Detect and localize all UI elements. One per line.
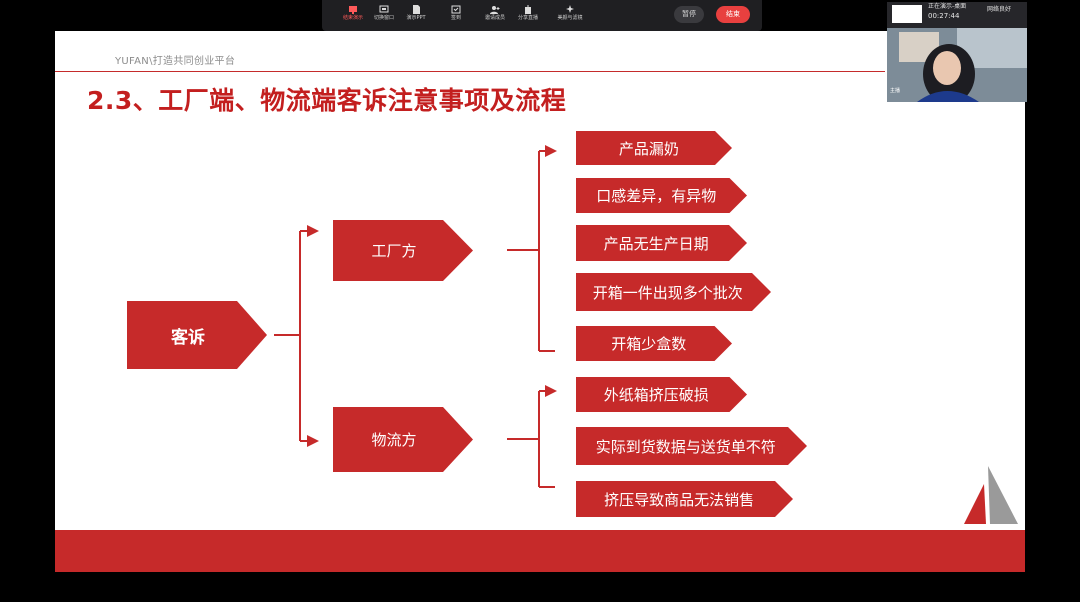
- item-node-0-1-label: 口感差异，有异物: [596, 187, 717, 205]
- invite-member-button[interactable]: 邀请成员: [472, 3, 518, 29]
- item-node-0-0-label: 产品漏奶: [618, 139, 679, 158]
- item-node-1-1: 实际到货数据与送货单不符: [576, 427, 807, 465]
- item-node-0-1: 口感差异，有异物: [576, 178, 747, 213]
- logistics-connector: [507, 390, 555, 488]
- presenting-thumbnail: [892, 5, 922, 23]
- share-live-button[interactable]: 分享直播: [505, 3, 551, 29]
- switch-window-button[interactable]: 切换窗口: [361, 3, 407, 29]
- branch-node-0: 工厂方: [333, 220, 473, 281]
- beauty-filter-icon: [566, 5, 574, 13]
- footer-band: [55, 530, 1025, 572]
- switch-window-icon: [379, 5, 389, 13]
- root-node-complaint: 客诉: [127, 301, 267, 369]
- pause-button[interactable]: 暂停: [674, 6, 704, 23]
- toolbar-label: 结束演示: [342, 15, 363, 21]
- sailboat-logo-icon: [964, 466, 1018, 524]
- meeting-toolbar: 结束演示 切换窗口 演示PPT 签到 邀请成员 分享直播 美颜与滤镜 暂停 结束: [322, 0, 762, 31]
- toolbar-label: 美颜与滤镜: [557, 15, 583, 21]
- root-node-complaint-label: 客诉: [171, 327, 205, 348]
- slide-title: 2.3、工厂端、物流端客诉注意事项及流程: [87, 86, 567, 115]
- brand-text: YUFAN\打造共同创业平台: [115, 56, 236, 67]
- presenting-status: 正在演示-桌面: [928, 3, 967, 10]
- item-node-1-1-label: 实际到货数据与送货单不符: [595, 437, 776, 456]
- item-node-1-2: 挤压导致商品无法销售: [576, 481, 793, 517]
- item-node-0-4: 开箱少盒数: [576, 326, 732, 361]
- item-node-0-3-label: 开箱一件出现多个批次: [592, 283, 743, 302]
- stop-presenting-icon: [349, 6, 357, 14]
- toolbar-label: 演示PPT: [406, 15, 426, 21]
- end-button[interactable]: 结束: [716, 6, 750, 23]
- item-node-1-2-label: 挤压导致商品无法销售: [604, 490, 755, 509]
- beauty-filter-button[interactable]: 美颜与滤镜: [547, 3, 593, 29]
- complaint-flow-diagram: [274, 145, 557, 488]
- item-node-0-0: 产品漏奶: [576, 131, 732, 165]
- branch-node-1: 物流方: [333, 407, 473, 472]
- invite-member-icon: [490, 6, 500, 14]
- item-node-0-2: 产品无生产日期: [576, 225, 747, 261]
- branch-node-1-label: 物流方: [371, 431, 417, 449]
- branch-node-0-label: 工厂方: [371, 242, 417, 260]
- presenter-avatar: [887, 28, 1027, 102]
- stop-presenting-button[interactable]: 结束演示: [330, 3, 376, 29]
- presenter-name: 主播: [890, 88, 901, 94]
- toolbar-label: 签到: [450, 15, 461, 21]
- check-in-button[interactable]: 签到: [433, 3, 479, 29]
- share-live-icon: [525, 5, 531, 14]
- item-node-0-4-label: 开箱少盒数: [611, 335, 687, 353]
- ppt-icon: [413, 5, 420, 14]
- presentation-timer: 00:27:44: [928, 12, 960, 20]
- title-divider: [55, 71, 885, 72]
- presenter-video[interactable]: [887, 28, 1027, 102]
- toolbar-label: 分享直播: [517, 15, 538, 21]
- presentation-slide: YUFAN\打造共同创业平台 2.3、工厂端、物流端客诉注意事项及流程 客诉 工厂…: [55, 31, 1025, 572]
- item-node-0-2-label: 产品无生产日期: [603, 234, 709, 253]
- item-node-1-0-label: 外纸箱挤压破损: [603, 386, 709, 404]
- toolbar-label: 切换窗口: [373, 15, 394, 21]
- check-in-icon: [451, 5, 461, 14]
- toolbar-label: 邀请成员: [484, 15, 505, 21]
- item-node-1-0: 外纸箱挤压破损: [576, 377, 747, 412]
- present-ppt-button[interactable]: 演示PPT: [393, 3, 439, 29]
- item-node-0-3: 开箱一件出现多个批次: [576, 273, 771, 311]
- root-connector: [274, 230, 317, 442]
- factory-connector: [507, 150, 555, 352]
- network-status: 网络良好: [987, 6, 1012, 13]
